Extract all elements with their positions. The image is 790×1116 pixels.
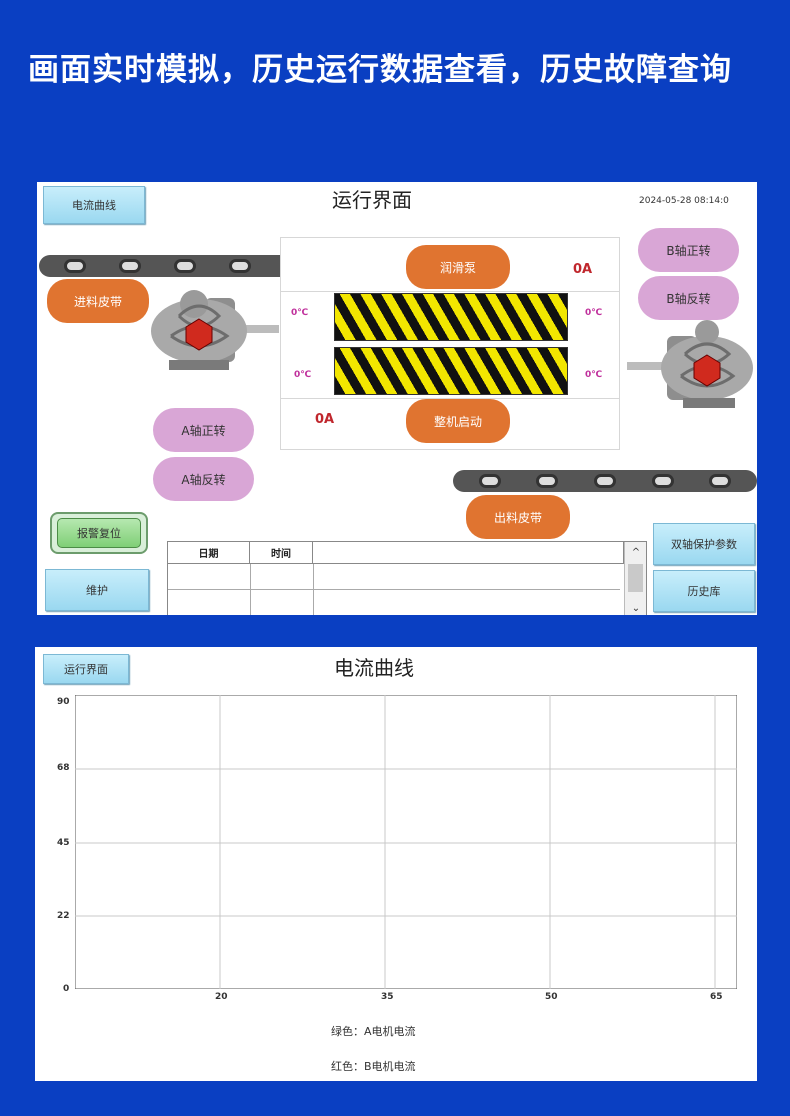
y-tick-22: 22 (57, 911, 70, 921)
legend-red: 红色：B电机电流 (331, 1060, 416, 1073)
temp-readout-1: 0℃ (291, 308, 309, 318)
x-tick-20: 20 (215, 992, 228, 1002)
lube-pump-button[interactable]: 润滑泵 (406, 245, 510, 289)
b-forward-button[interactable]: B轴正转 (638, 228, 739, 272)
run-screen-title: 运行界面 (332, 188, 412, 212)
alarm-log-table: 日期 时间 ^ ⌄ (167, 541, 647, 615)
scroll-down-icon[interactable]: ⌄ (631, 603, 641, 614)
current-curve-panel: 运行界面 电流曲线 90 68 45 22 0 20 35 50 65 绿色：A… (35, 647, 757, 1081)
temp-readout-4: 0℃ (585, 370, 603, 380)
maintenance-button[interactable]: 维护 (45, 569, 149, 611)
log-scrollbar[interactable]: ^ ⌄ (624, 542, 646, 615)
feed-conveyor-indicator[interactable]: 进料皮带 (47, 279, 149, 323)
run-screen-panel: 电流曲线 运行界面 2024-05-28 08:14:0 进料皮带 润滑泵 0A… (37, 182, 757, 615)
log-header-time: 时间 (250, 542, 313, 564)
temp-readout-3: 0℃ (294, 370, 312, 380)
y-tick-0: 0 (63, 984, 70, 994)
dual-axis-param-button[interactable]: 双轴保护参数 (653, 523, 755, 565)
b-reverse-button[interactable]: B轴反转 (638, 276, 739, 320)
motor-b-icon (627, 320, 753, 408)
y-tick-45: 45 (57, 838, 70, 848)
legend-green: 绿色：A电机电流 (331, 1025, 416, 1038)
alarm-reset-button[interactable]: 报警复位 (50, 512, 148, 554)
roller-upper (334, 293, 568, 341)
x-tick-65: 65 (710, 992, 723, 1002)
x-tick-50: 50 (545, 992, 558, 1002)
temp-readout-2: 0℃ (585, 308, 603, 318)
y-tick-68: 68 (57, 763, 70, 773)
amp-readout-right: 0A (573, 262, 593, 277)
roller-lower (334, 347, 568, 395)
headline: 画面实时模拟，历史运行数据查看，历史故障查询 (28, 52, 732, 88)
run-screen-button[interactable]: 运行界面 (43, 654, 129, 684)
log-header-message (313, 542, 624, 564)
a-reverse-button[interactable]: A轴反转 (153, 457, 254, 501)
scroll-up-icon[interactable]: ^ (631, 547, 641, 558)
history-button[interactable]: 历史库 (653, 570, 755, 612)
scroll-thumb[interactable] (628, 564, 643, 592)
y-tick-90: 90 (57, 697, 70, 707)
curve-screen-title: 电流曲线 (334, 656, 414, 680)
exit-conveyor-indicator[interactable]: 出料皮带 (466, 495, 570, 539)
a-forward-button[interactable]: A轴正转 (153, 408, 254, 452)
current-chart (75, 695, 737, 989)
x-tick-35: 35 (381, 992, 394, 1002)
log-header-date: 日期 (168, 542, 250, 564)
amp-readout-left: 0A (315, 412, 335, 427)
datetime-display: 2024-05-28 08:14:0 (639, 196, 729, 206)
current-curve-button[interactable]: 电流曲线 (43, 186, 145, 224)
motor-a-icon (151, 290, 279, 370)
alarm-reset-label: 报警复位 (57, 518, 141, 548)
machine-start-button[interactable]: 整机启动 (406, 399, 510, 443)
exit-chain-conveyor (453, 470, 757, 492)
